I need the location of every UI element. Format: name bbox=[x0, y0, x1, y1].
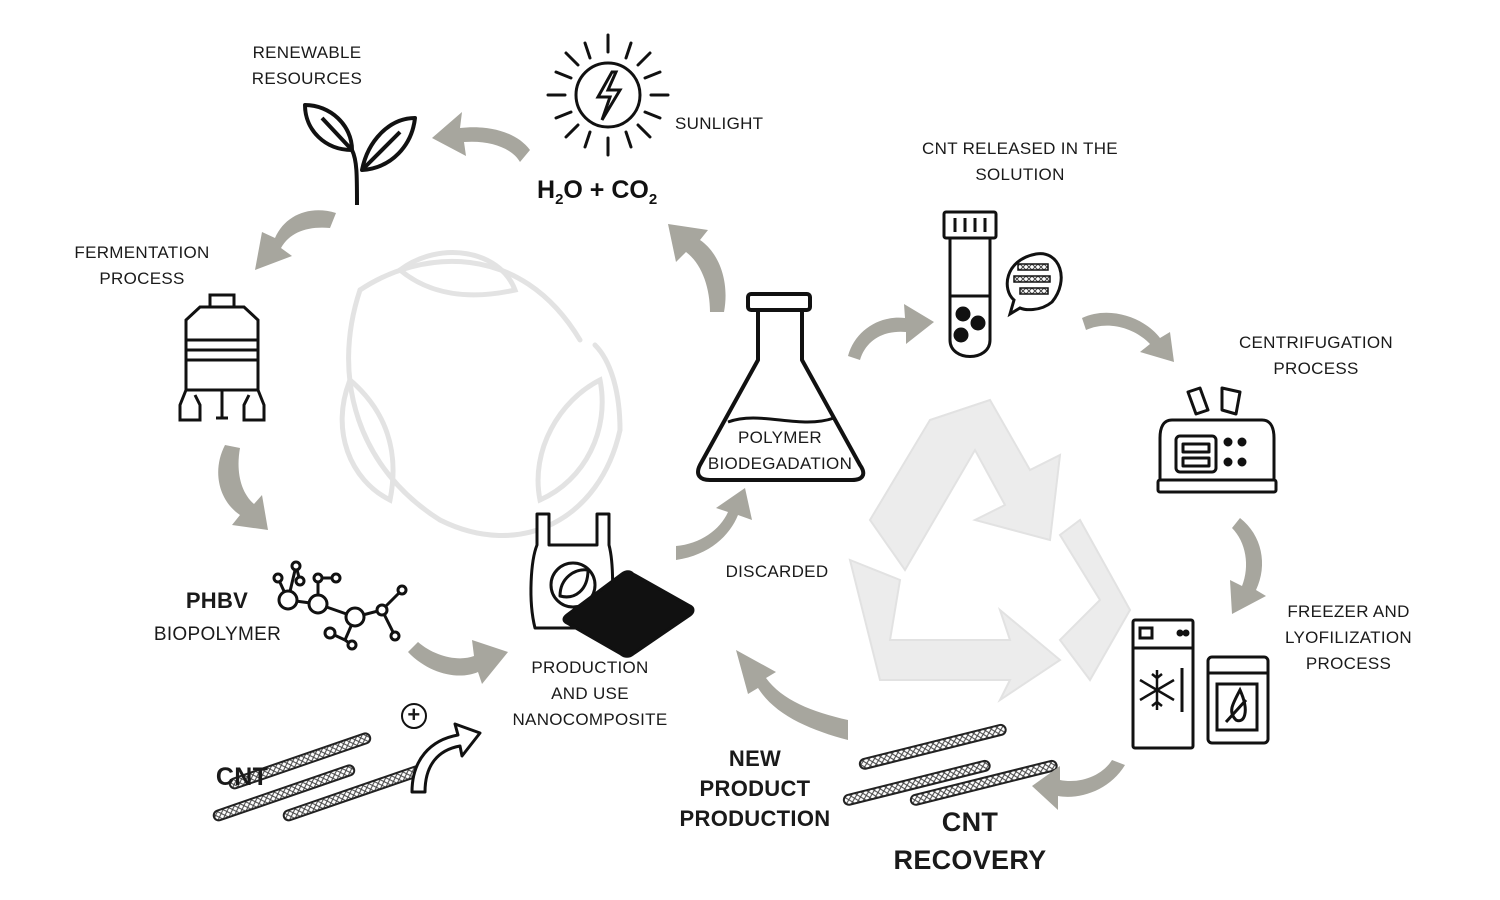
chem-sub-2: 2 bbox=[555, 191, 564, 208]
label-line: RECOVERY bbox=[893, 845, 1047, 875]
label-line: AND USE bbox=[551, 684, 629, 703]
outline-arrow-icon bbox=[410, 722, 482, 794]
label-new-product: NEW PRODUCT PRODUCTION bbox=[675, 744, 835, 834]
carbon-nanotube-icon bbox=[842, 723, 1058, 806]
label-line: CNT bbox=[941, 807, 999, 837]
label-fermentation: FERMENTATION PROCESS bbox=[62, 240, 222, 292]
label-cnt-recovery: CNT RECOVERY bbox=[880, 803, 1060, 879]
label-line: PROCESS bbox=[1273, 359, 1359, 378]
arrow-to-renewable bbox=[432, 112, 530, 162]
erlenmeyer-flask-icon bbox=[696, 292, 866, 482]
label-line: CENTRIFUGATION bbox=[1238, 333, 1394, 352]
label-line: PROCESS bbox=[99, 269, 185, 288]
plus-circle-icon bbox=[401, 703, 427, 729]
label-line: NEW bbox=[728, 746, 782, 771]
speech-bubble-icon bbox=[1005, 252, 1063, 318]
label-line: CNT RELEASED IN THE bbox=[922, 139, 1118, 158]
arrow-to-production bbox=[408, 640, 508, 684]
cycle-arrows bbox=[218, 112, 1266, 810]
fermentation-tank-icon bbox=[178, 293, 266, 422]
label-line: BIODEGADATION bbox=[707, 454, 853, 473]
label-cnt-released: CNT RELEASED IN THE SOLUTION bbox=[905, 136, 1135, 188]
label-line: RENEWABLE bbox=[252, 43, 362, 62]
chem-h: H bbox=[537, 176, 556, 204]
label-renewable-resources: RENEWABLE RESOURCES bbox=[232, 40, 382, 92]
arrow-to-h2o bbox=[668, 224, 726, 312]
carbon-nanotube-icon bbox=[212, 732, 426, 822]
molecule-icon bbox=[272, 560, 408, 651]
label-polymer-biodegradation: POLYMER BIODEGADATION bbox=[700, 425, 860, 477]
label-discarded: DISCARDED bbox=[725, 562, 829, 581]
lyophilizer-icon bbox=[1206, 655, 1270, 745]
plus-symbol: + bbox=[407, 702, 421, 727]
centrifuge-icon bbox=[1156, 386, 1278, 494]
label-line: SOLUTION bbox=[975, 165, 1065, 184]
freezer-icon bbox=[1131, 618, 1195, 750]
nanocomposite-film-icon bbox=[562, 570, 695, 658]
arrow-to-flask bbox=[676, 488, 752, 560]
arrow-to-freezer bbox=[1230, 518, 1266, 614]
chem-sub-2b: 2 bbox=[648, 191, 658, 208]
label-freezer-lyofilization: FREEZER AND LYOFILIZATION PROCESS bbox=[1276, 599, 1421, 677]
arrow-to-fermentation bbox=[255, 210, 336, 270]
sprout-icon bbox=[303, 103, 417, 206]
label-cnt: CNT bbox=[215, 763, 269, 791]
arrow-to-phbv bbox=[218, 445, 268, 530]
label-h2o-co2: H2O + CO2 bbox=[537, 176, 657, 208]
label-line: FREEZER AND bbox=[1287, 602, 1410, 621]
arrow-to-centrifuge bbox=[1082, 312, 1174, 362]
label-sunlight: SUNLIGHT bbox=[675, 114, 764, 133]
label-line: NANOCOMPOSITE bbox=[512, 710, 668, 729]
label-line: FERMENTATION bbox=[74, 243, 210, 262]
label-biopolymer: BIOPOLYMER bbox=[153, 624, 282, 645]
arrow-to-new-product bbox=[736, 650, 848, 740]
label-centrifugation: CENTRIFUGATION PROCESS bbox=[1226, 330, 1406, 382]
recycle-watermark-icon bbox=[848, 398, 1132, 703]
sun-bolt-icon bbox=[546, 33, 670, 157]
label-line: PRODUCT bbox=[699, 776, 811, 801]
label-line: PRODUCTION bbox=[679, 806, 831, 831]
arrow-to-recovery bbox=[1032, 760, 1125, 810]
chem-o-co: O + CO bbox=[563, 176, 649, 204]
label-line: PRODUCTION bbox=[531, 658, 649, 677]
label-line: POLYMER bbox=[738, 428, 822, 447]
test-tube-icon bbox=[942, 210, 998, 358]
arrow-to-tube bbox=[848, 304, 934, 360]
label-line: LYOFILIZATION bbox=[1284, 628, 1412, 647]
label-line: RESOURCES bbox=[251, 69, 363, 88]
label-line: PROCESS bbox=[1305, 654, 1392, 673]
label-phbv: PHBV bbox=[185, 588, 249, 613]
leaf-cycle-watermark-icon bbox=[339, 250, 623, 538]
label-production-use: PRODUCTION AND USE NANOCOMPOSITE bbox=[500, 655, 680, 733]
